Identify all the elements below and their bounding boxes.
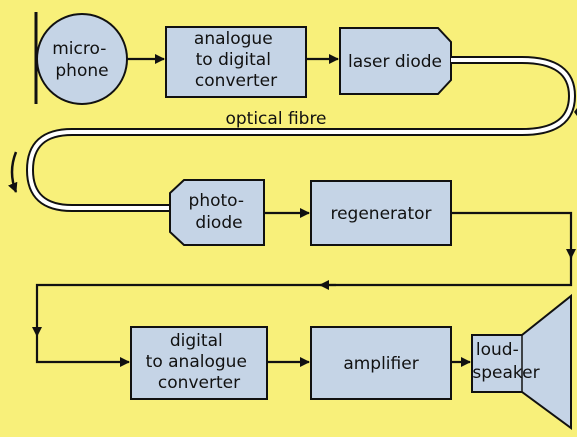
laser-diode-block	[339, 27, 452, 95]
amplifier-label: amplifier	[343, 354, 418, 374]
loudspeaker-label: loud- speaker	[472, 340, 539, 383]
photodiode-label: photo- diode	[189, 191, 250, 233]
regenerator-block	[310, 180, 452, 246]
microphone-label: micro- phone	[52, 39, 112, 81]
optical-fibre-core	[27, 58, 575, 210]
arrow-regenerator-down	[451, 211, 576, 259]
amplifier-block	[310, 326, 452, 400]
dac-block	[130, 326, 268, 400]
adc-label: analogue to digital converter	[194, 29, 278, 91]
optical-fibre-label: optical fibre	[225, 109, 326, 129]
fibre-edge-arrow	[574, 108, 577, 116]
arrow-into-dac	[35, 336, 130, 367]
return-line	[32, 250, 573, 337]
photodiode-block	[169, 179, 265, 246]
laser-diode-label: laser diode	[348, 52, 442, 72]
dac-label: digital to analogue converter	[146, 331, 253, 393]
regenerator-label: regenerator	[330, 204, 431, 224]
fibre-bend-arrow	[8, 151, 18, 193]
microphone-block	[36, 13, 128, 105]
adc-block	[165, 26, 307, 98]
